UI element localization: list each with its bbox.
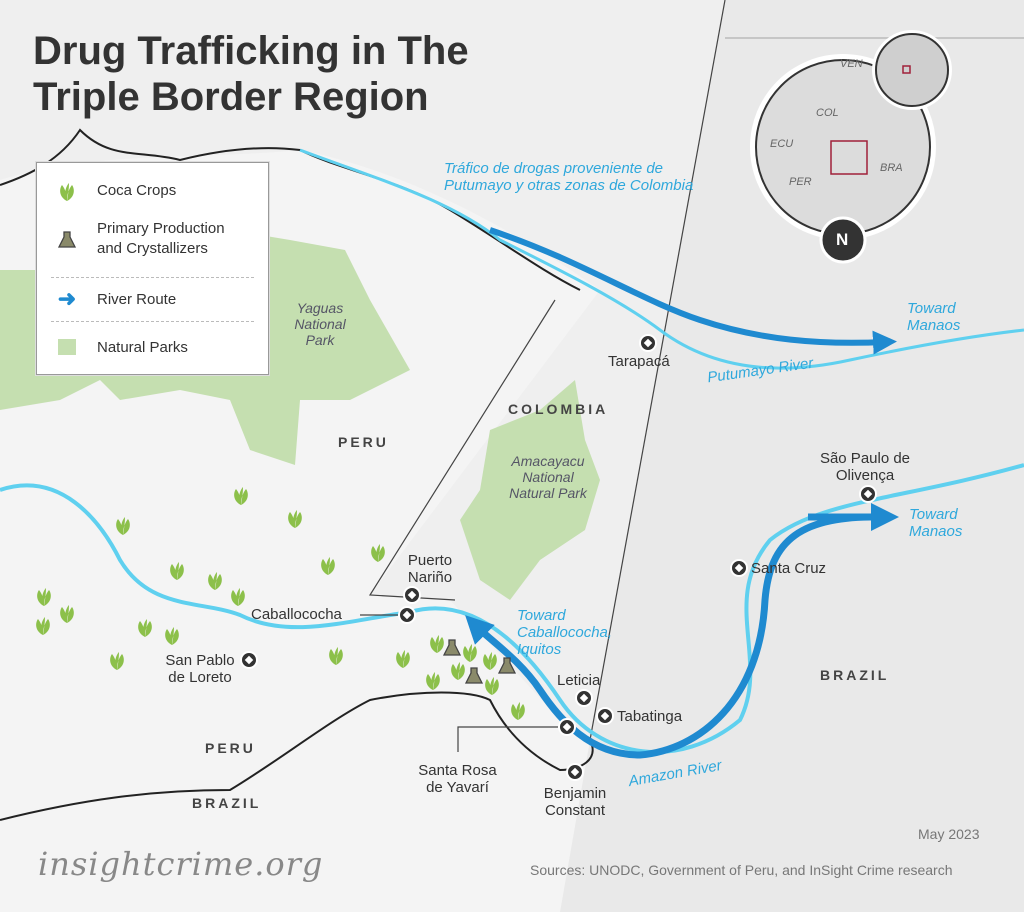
border-line-south xyxy=(0,691,594,821)
annotation-trafico: Tráfico de drogas proveniente de Putumay… xyxy=(444,160,694,194)
inset-label-ecu: ECU xyxy=(770,138,794,150)
page-title: Drug Trafficking in The Triple Border Re… xyxy=(33,29,469,119)
park-label-yaguas: Yaguas National Park xyxy=(294,300,346,348)
city-label-santa-cruz: Santa Cruz xyxy=(751,560,827,577)
date-label: May 2023 xyxy=(918,826,980,842)
arrow-right-icon: ➜ xyxy=(57,286,77,311)
river-route-putumayo xyxy=(489,227,897,355)
insightcrime-logo: insightcrime.org xyxy=(38,845,324,883)
park-label-amacayacu: Amacayacu National Natural Park xyxy=(509,453,587,501)
legend-item-river-route: ➜ River Route xyxy=(37,286,268,311)
country-label-brazil-south: BRAZIL xyxy=(192,795,262,811)
sources-text: Sources: UNODC, Government of Peru, and … xyxy=(530,862,953,878)
city-label-tarapaca: Tarapacá xyxy=(608,353,670,370)
north-arrow-icon xyxy=(819,216,867,264)
city-label-caballococha: Caballococha xyxy=(251,606,342,623)
country-label-colombia: COLOMBIA xyxy=(508,401,609,417)
north-label: N xyxy=(836,230,849,249)
annotation-toward-manaos: Toward Manaos xyxy=(907,300,961,334)
city-label-sao-paulo: São Paulo de Olivença xyxy=(819,450,911,484)
city-label-san-pablo: San Pablo de Loreto xyxy=(165,652,235,686)
legend-item-parks: Natural Parks xyxy=(37,335,268,359)
city-label-tabatinga: Tabatinga xyxy=(617,708,683,725)
locator-inset xyxy=(750,30,952,264)
legend-item-coca: Coca Crops xyxy=(37,177,268,203)
inset-zoom-line xyxy=(368,299,556,601)
city-label-santa-rosa: Santa Rosa de Yavarí xyxy=(418,762,497,796)
river-route-amazon xyxy=(465,513,886,759)
border-line xyxy=(0,128,581,291)
inset-label-col: COL xyxy=(816,107,839,119)
legend-item-production: Primary Production and Crystallizers xyxy=(37,219,268,259)
city-label-puerto-narino: Puerto Nariño xyxy=(407,552,453,586)
inset-zoom-line xyxy=(589,0,726,741)
country-label-peru: PERU xyxy=(338,434,389,450)
flask-icon xyxy=(37,226,97,252)
inset-label-per: PER xyxy=(789,176,812,188)
park-swatch xyxy=(37,339,97,355)
amazon-river xyxy=(0,463,1024,755)
country-label-peru-south: PERU xyxy=(205,740,256,756)
annotation-toward-manaos-2: Toward Manaos xyxy=(909,506,963,540)
city-label-benjamin-constant: Benjamin Constant xyxy=(543,785,607,819)
city-label-leticia: Leticia xyxy=(557,672,601,689)
inset-label-ven: VEN xyxy=(840,58,863,70)
coca-leaf-icon xyxy=(37,177,97,203)
brazil-region xyxy=(560,0,1024,912)
putumayo-river xyxy=(299,148,1024,370)
amacayacu-park xyxy=(460,380,600,600)
country-label-brazil: BRAZIL xyxy=(820,667,890,683)
annotation-toward-caballococha: Toward Caballococha, Iquitos xyxy=(517,607,613,658)
legend: Coca Crops Primary Production and Crysta… xyxy=(36,162,269,375)
inset-label-bra: BRA xyxy=(880,162,903,174)
